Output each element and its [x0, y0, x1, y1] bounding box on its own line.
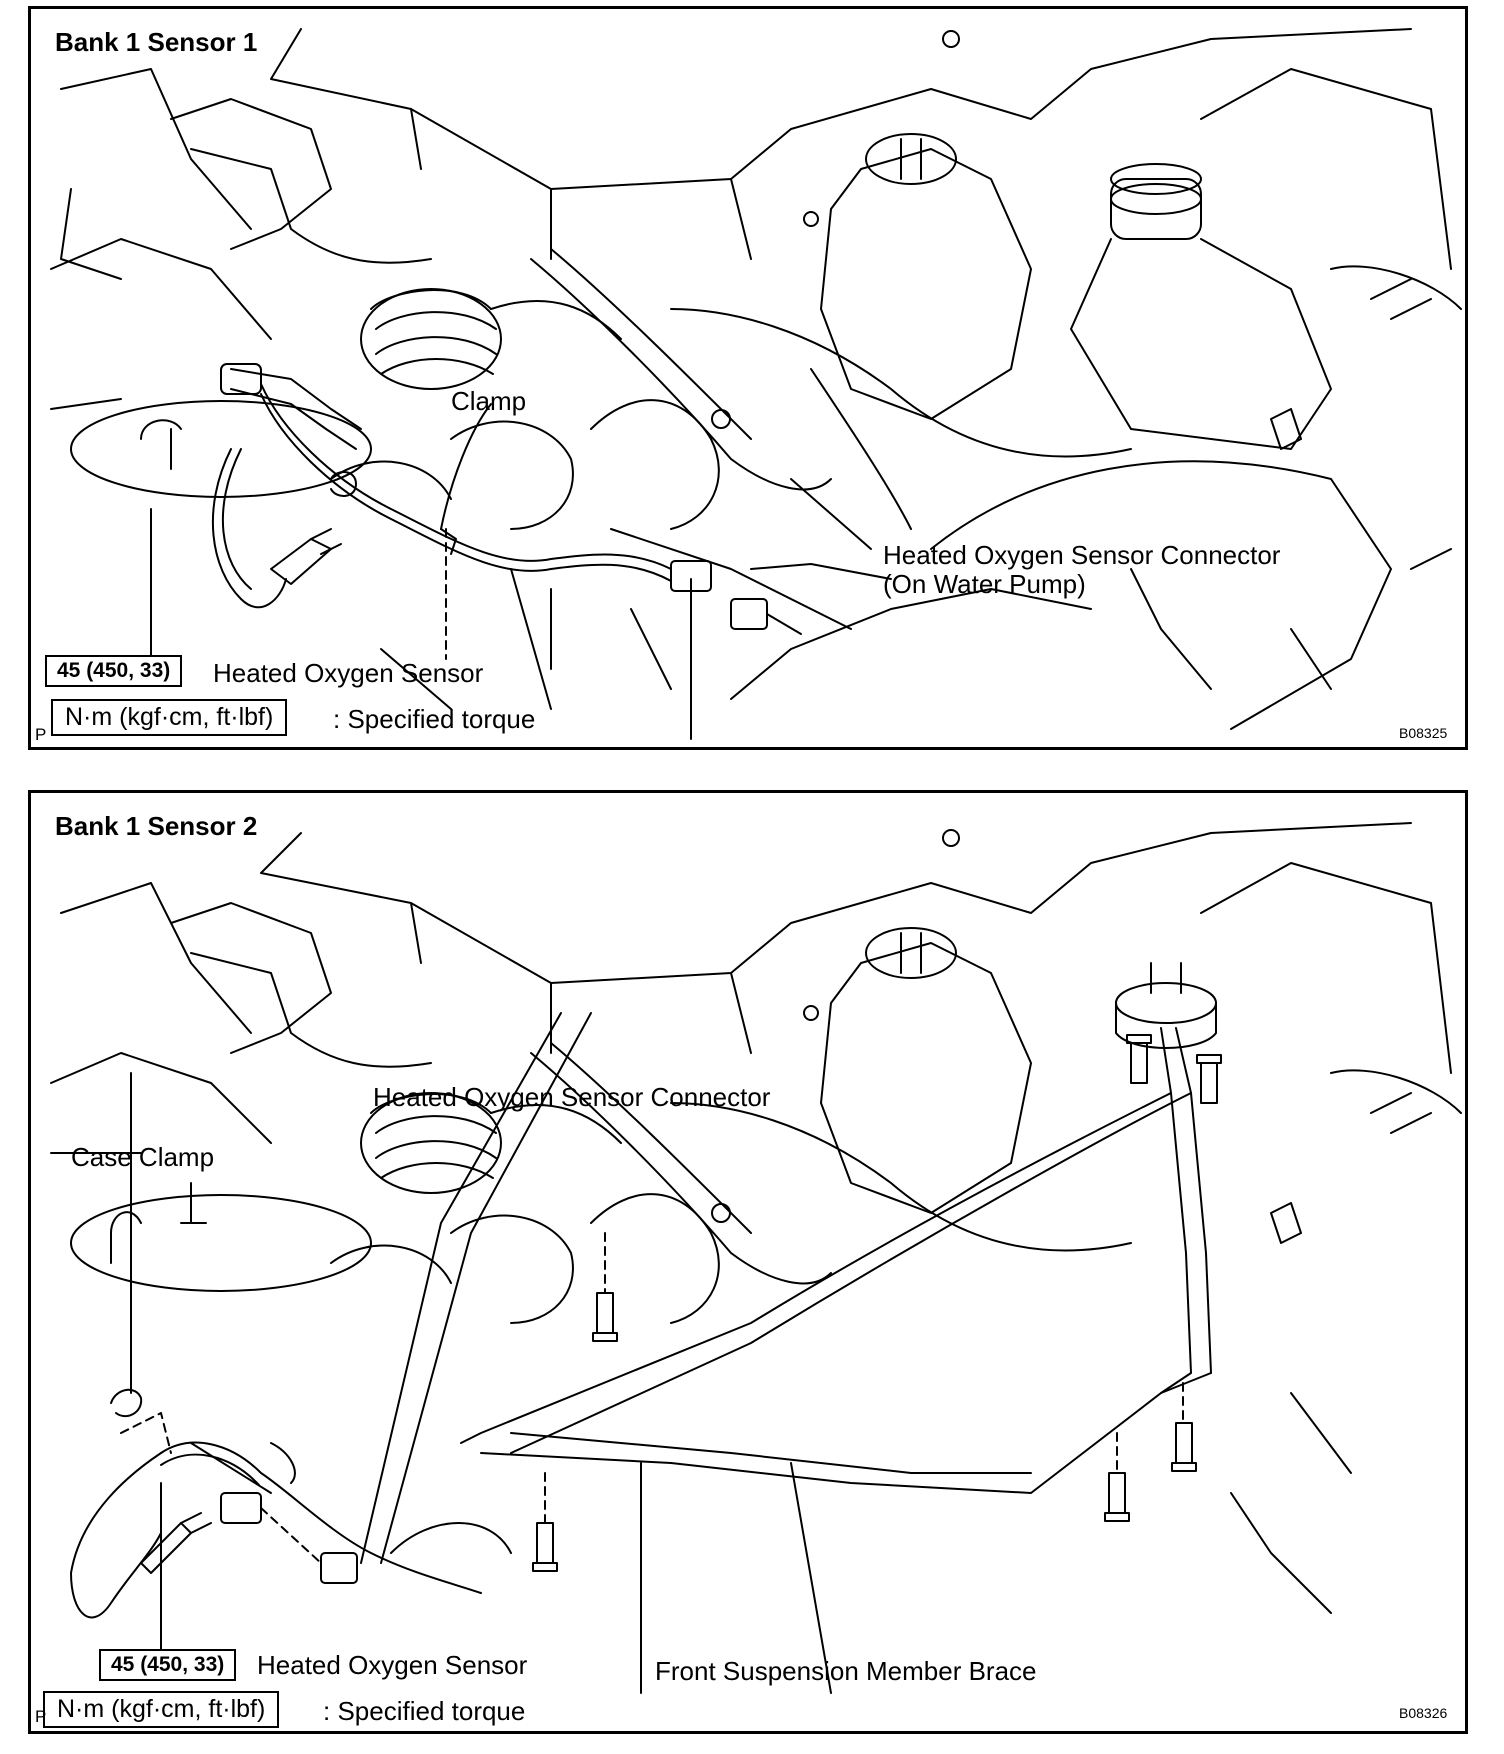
connector-label-line1: Heated Oxygen Sensor Connector — [883, 540, 1281, 570]
torque-value-box: 45 (450, 33) — [45, 655, 183, 687]
connector-label: Heated Oxygen Sensor Connector — [373, 1082, 771, 1112]
specified-torque-label: : Specified torque — [333, 704, 536, 734]
torque-units-box: N·m (kgf·cm, ft·lbf) — [43, 1691, 280, 1728]
case-clamp-label: Case Clamp — [71, 1142, 215, 1172]
corner-mark: P — [35, 1707, 47, 1726]
engine-illustration-2 — [50, 822, 1462, 1694]
torque-value-box: 45 (450, 33) — [99, 1649, 237, 1681]
diagram-panel-bank1-sensor1: Bank 1 Sensor 1 Clamp Heated Oxygen Sens… — [28, 6, 1468, 750]
torque-units-box: N·m (kgf·cm, ft·lbf) — [51, 699, 288, 736]
figure-code: B08326 — [1399, 1705, 1448, 1721]
diagram-panel-bank1-sensor2: Bank 1 Sensor 2 Heated Oxygen Sensor Con… — [28, 790, 1468, 1734]
figure-code: B08325 — [1399, 725, 1448, 741]
sensor-label: Heated Oxygen Sensor — [213, 658, 484, 688]
connector-label: Heated Oxygen Sensor Connector (On Water… — [883, 541, 1280, 598]
bolt-group — [532, 1034, 1222, 1572]
connector-label-line2: (On Water Pump) — [883, 568, 1086, 599]
engine-illustration-1 — [50, 28, 1462, 740]
clamp-label: Clamp — [451, 386, 527, 416]
corner-mark: P — [35, 725, 47, 744]
front-suspension-brace-label: Front Suspension Member Brace — [655, 1656, 1037, 1686]
panel-title: Bank 1 Sensor 2 — [55, 811, 258, 841]
sensor-label: Heated Oxygen Sensor — [257, 1650, 528, 1680]
specified-torque-label: : Specified torque — [323, 1696, 526, 1726]
panel-title: Bank 1 Sensor 1 — [55, 27, 258, 57]
